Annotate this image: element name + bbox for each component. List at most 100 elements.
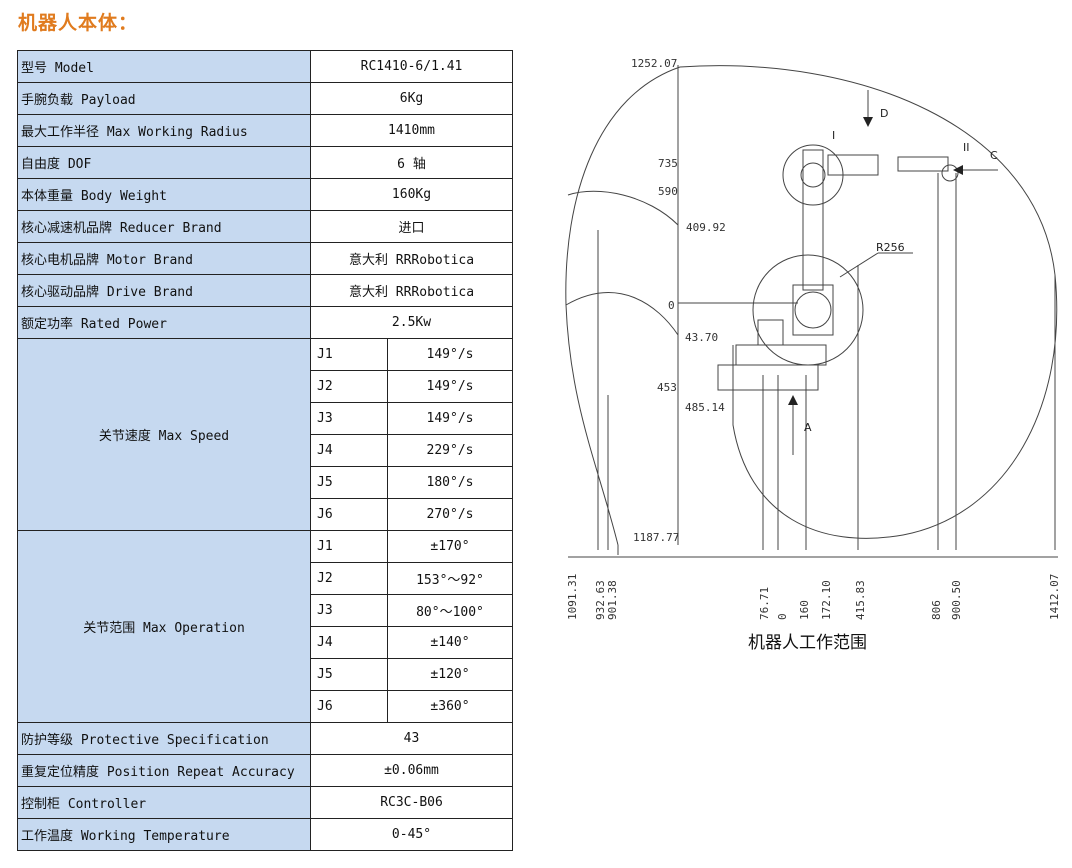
joint-value: 149°/s [387,338,513,371]
spec-label: 额定功率 Rated Power [17,306,311,339]
spec-value: 6Kg [310,82,513,115]
dimension-label: 901.38 [606,580,619,620]
joint-name: J3 [310,402,388,435]
joint-value: 229°/s [387,434,513,467]
joint-name: J5 [310,466,388,499]
table-row: 重复定位精度 Position Repeat Accuracy±0.06mm [17,754,513,787]
joint-group-label: 关节速度 Max Speed [17,338,311,531]
joint-value: 180°/s [387,466,513,499]
spec-label: 控制柜 Controller [17,786,311,819]
joint-name: J3 [310,594,388,627]
dimension-label: 409.92 [686,221,726,234]
spec-label: 自由度 DOF [17,146,311,179]
spec-value: ±0.06mm [310,754,513,787]
diagram-callout: C [990,149,998,162]
spec-label: 核心电机品牌 Motor Brand [17,242,311,275]
spec-label: 防护等级 Protective Specification [17,722,311,755]
joint-name: J2 [310,562,388,595]
joint-name: J5 [310,658,388,691]
spec-label: 核心减速机品牌 Reducer Brand [17,210,311,243]
joint-value: ±170° [387,530,513,563]
dimension-label: 590 [658,185,678,198]
dimension-label: 453 [657,381,677,394]
dimension-label: 160 [798,600,811,620]
spec-value: 意大利 RRRobotica [310,242,513,275]
spec-value: 160Kg [310,178,513,211]
spec-value: 43 [310,722,513,755]
table-row: J4±140° [18,626,513,659]
spec-value: 2.5Kw [310,306,513,339]
dimension-label: 485.14 [685,401,725,414]
joint-name: J1 [310,530,388,563]
dimension-label: 806 [930,600,943,620]
joint-value: 149°/s [387,370,513,403]
spec-value: 1410mm [310,114,513,147]
joint-value: 80°～100° [387,594,513,627]
spec-label: 型号 Model [17,50,311,83]
spec-label: 手腕负载 Payload [17,82,311,115]
spec-value: RC3C-B06 [310,786,513,819]
joint-value: 149°/s [387,402,513,435]
spec-value: 进口 [310,210,513,243]
spec-value: RC1410-6/1.41 [310,50,513,83]
joint-name: J6 [310,690,388,723]
joint-name: J6 [310,498,388,531]
dimension-label: 1252.07 [631,57,678,70]
spec-label: 重复定位精度 Position Repeat Accuracy [17,754,311,787]
dimension-label: 1412.07 [1048,573,1061,620]
diagram-caption: 机器人工作范围 [748,633,867,653]
dimension-label: 0 [776,613,789,620]
diagram-callout: A [804,421,812,434]
spec-label: 核心驱动品牌 Drive Brand [17,274,311,307]
dimension-label: 76.71 [758,586,771,620]
dimension-label: 900.50 [950,580,963,620]
joint-name: J4 [310,626,388,659]
joint-name: J1 [310,338,388,371]
diagram-callout: I [832,129,836,142]
section-title: 机器人本体： [18,12,139,34]
work-range-diagram: 1252.07 735 590 409.92 0 43.70 453 485.14 1187.7… [558,45,1070,665]
diagram-callout: R256 [876,241,905,254]
joint-value: ±360° [387,690,513,723]
work-range-drawing [565,65,1058,558]
diagram-callout: II [963,141,970,154]
dimension-label: 43.70 [685,331,719,344]
dimension-label: 172.10 [820,580,833,620]
joint-value: 270°/s [387,498,513,531]
dimension-label: 0 [668,299,675,312]
table-row: J6±360° [18,690,513,723]
diagram-callout: D [880,107,889,120]
spec-value: 0-45° [310,818,513,851]
spec-label: 本体重量 Body Weight [17,178,311,211]
dimension-label: 735 [658,157,678,170]
spec-value: 意大利 RRRobotica [310,274,513,307]
spec-label: 工作温度 Working Temperature [17,818,311,851]
dimension-label: 1187.77 [633,531,680,544]
spec-value: 6 轴 [310,146,513,179]
joint-value: ±140° [387,626,513,659]
spec-label: 最大工作半径 Max Working Radius [17,114,311,147]
joint-value: ±120° [387,658,513,691]
dimension-label: 415.83 [854,580,867,620]
